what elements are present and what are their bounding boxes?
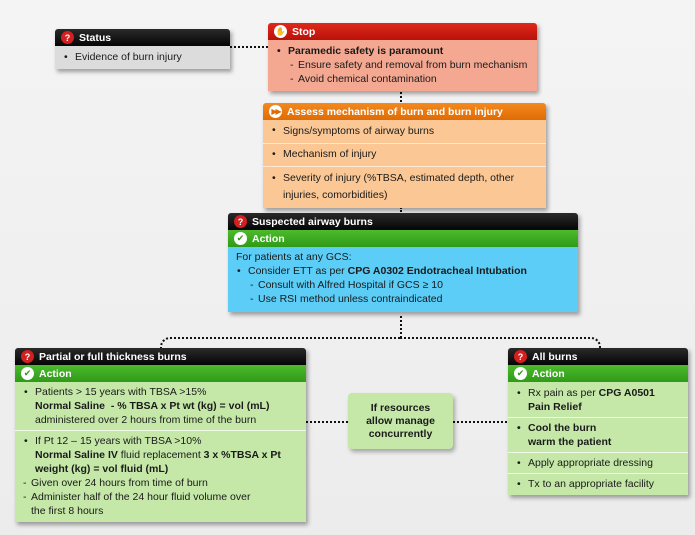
partial-item1-line3: administered over 2 hours from time of t…	[35, 414, 257, 426]
status-body: Evidence of burn injury	[55, 46, 230, 69]
allburns-header: ? All burns	[508, 348, 688, 365]
assess-header: ▶▶ Assess mechanism of burn and burn inj…	[263, 103, 546, 120]
allburns-action-label: Action	[532, 367, 565, 380]
allburns-item1-text: Rx pain as per	[528, 387, 599, 399]
partial-item-adult: Patients > 15 years with TBSA >15% Norma…	[23, 385, 298, 427]
connector-split-right	[400, 337, 601, 349]
connector-airway-split	[400, 316, 402, 338]
airway-item-cpg: CPG A0302 Endotracheal Intubation	[347, 265, 527, 277]
question-icon: ?	[61, 31, 74, 44]
question-icon: ?	[234, 215, 247, 228]
stop-header: ✋ Stop	[268, 23, 537, 40]
airway-body: For patients at any GCS: Consider ETT as…	[228, 247, 578, 312]
divider	[15, 430, 306, 431]
connector-center-right	[453, 421, 507, 423]
status-title: Status	[79, 31, 112, 44]
partial-item2-fluid: Normal Saline IV	[35, 449, 118, 461]
stop-body: Paramedic safety is paramount Ensure saf…	[268, 40, 537, 91]
airway-subitem: Use RSI method unless contraindicated	[236, 292, 570, 306]
assess-title: Assess mechanism of burn and burn injury	[287, 105, 503, 118]
partial-box: ? Partial or full thickness burns ✔ Acti…	[15, 348, 306, 522]
airway-title: Suspected airway burns	[252, 215, 373, 228]
partial-subitem-line2: the first 8 hours	[31, 505, 104, 517]
partial-item2-text: fluid replacement	[117, 449, 204, 461]
allburns-item-cool: Cool the burn warm the patient	[516, 421, 680, 449]
airway-header: ? Suspected airway burns	[228, 213, 578, 230]
partial-item-child: If Pt 12 – 15 years with TBSA >10% Norma…	[23, 434, 298, 476]
status-header: ? Status	[55, 29, 230, 46]
divider	[508, 473, 688, 474]
partial-subitem: Administer half of the 24 hour fluid vol…	[11, 490, 298, 518]
concurrency-box: If resources allow manage concurrently	[348, 393, 453, 449]
partial-item1-formula: Normal Saline - % TBSA x Pt wt (kg) = vo…	[35, 400, 270, 412]
partial-subitem-line1: Administer half of the 24 hour fluid vol…	[31, 491, 251, 503]
check-icon: ✔	[514, 367, 527, 380]
partial-item2-line2: Normal Saline IV fluid replacement 3 x %…	[35, 448, 298, 462]
allburns-item-dressing: Apply appropriate dressing	[516, 456, 680, 470]
partial-item2-formula-b: weight (kg) = vol fluid (mL)	[35, 463, 169, 475]
airway-subitem: Consult with Alfred Hospital if GCS ≥ 10	[236, 278, 570, 292]
concurrency-line2: allow manage	[366, 414, 435, 427]
partial-item2-formula-a: 3 x %TBSA x Pt	[203, 449, 281, 461]
connector-status-stop	[230, 46, 268, 48]
divider	[263, 143, 546, 144]
allburns-title: All burns	[532, 350, 578, 363]
stop-main-item: Paramedic safety is paramount	[276, 44, 529, 58]
airway-intro: For patients at any GCS:	[236, 251, 352, 263]
partial-subitem: Given over 24 hours from time of burn	[11, 476, 298, 490]
partial-action-label: Action	[39, 367, 72, 380]
airway-item: Consider ETT as per CPG A0302 Endotrache…	[236, 264, 570, 278]
connector-stop-assess	[400, 89, 402, 102]
allburns-action-header: ✔ Action	[508, 365, 688, 382]
connector-left-center	[306, 421, 348, 423]
partial-body: Patients > 15 years with TBSA >15% Norma…	[15, 382, 306, 522]
partial-header: ? Partial or full thickness burns	[15, 348, 306, 365]
check-icon: ✔	[21, 367, 34, 380]
connector-split-left	[160, 337, 402, 349]
airway-item-text: Consider ETT as per	[248, 265, 348, 277]
partial-item1-line1: Patients > 15 years with TBSA >15%	[35, 386, 207, 398]
allburns-item-pain: Rx pain as per CPG A0501 Pain Relief	[516, 386, 680, 414]
assess-item: Mechanism of injury	[271, 147, 538, 163]
allburns-item2-line2: warm the patient	[528, 436, 612, 448]
allburns-item2-line1: Cool the burn	[528, 422, 597, 434]
fast-forward-icon: ▶▶	[269, 105, 282, 118]
airway-box: ? Suspected airway burns ✔ Action For pa…	[228, 213, 578, 312]
check-icon: ✔	[234, 232, 247, 245]
divider	[508, 452, 688, 453]
stop-subitem: Ensure safety and removal from burn mech…	[276, 58, 529, 72]
assess-item: Severity of injury (%TBSA, estimated dep…	[271, 170, 538, 204]
allburns-item1-cpg: CPG A0501	[598, 387, 655, 399]
stop-title: Stop	[292, 25, 316, 38]
partial-title: Partial or full thickness burns	[39, 350, 187, 363]
assess-body: Signs/symptoms of airway burns Mechanism…	[263, 120, 546, 208]
partial-item2-line1: If Pt 12 – 15 years with TBSA >10%	[35, 435, 202, 447]
airway-action-label: Action	[252, 232, 285, 245]
stop-box: ✋ Stop Paramedic safety is paramount Ens…	[268, 23, 537, 91]
airway-action-header: ✔ Action	[228, 230, 578, 247]
question-icon: ?	[514, 350, 527, 363]
status-box: ? Status Evidence of burn injury	[55, 29, 230, 69]
concurrency-line1: If resources	[370, 401, 431, 414]
assess-box: ▶▶ Assess mechanism of burn and burn inj…	[263, 103, 546, 208]
assess-item: Signs/symptoms of airway burns	[271, 123, 538, 140]
concurrency-line3: concurrently	[368, 427, 433, 440]
stop-subitem: Avoid chemical contamination	[276, 72, 529, 86]
question-icon: ?	[21, 350, 34, 363]
divider	[263, 166, 546, 167]
status-item: Evidence of burn injury	[63, 50, 222, 64]
stop-hand-icon: ✋	[274, 25, 287, 38]
allburns-body: Rx pain as per CPG A0501 Pain Relief Coo…	[508, 382, 688, 495]
allburns-item-transport: Tx to an appropriate facility	[516, 477, 680, 491]
allburns-item1-cpg-name: Pain Relief	[528, 401, 582, 413]
partial-action-header: ✔ Action	[15, 365, 306, 382]
allburns-box: ? All burns ✔ Action Rx pain as per CPG …	[508, 348, 688, 495]
divider	[508, 417, 688, 418]
